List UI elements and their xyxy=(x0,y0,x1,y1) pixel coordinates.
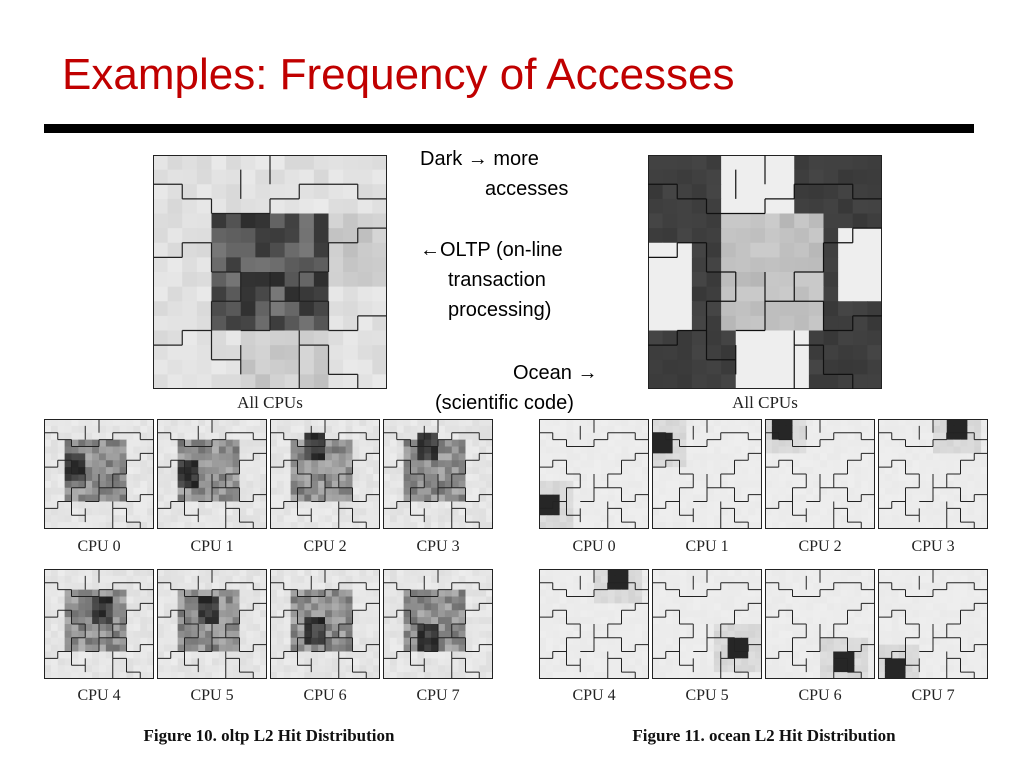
slide-title: Examples: Frequency of Accesses xyxy=(62,50,735,99)
note-ocean-line1: Ocean → xyxy=(513,362,598,384)
oltp-cpu6-heatmap xyxy=(270,569,380,679)
note-ocean-line2: (scientific code) xyxy=(435,392,574,414)
ocean-cpu6-caption: CPU 6 xyxy=(798,687,842,704)
oltp-all-cpus-heatmap xyxy=(153,155,387,389)
ocean-cpu1-caption: CPU 1 xyxy=(685,538,729,555)
ocean-cpu7-caption: CPU 7 xyxy=(911,687,955,704)
note-dark-line2: accesses xyxy=(485,178,569,200)
ocean-cpu6-heatmap xyxy=(765,569,875,679)
oltp-cpu4-heatmap xyxy=(44,569,154,679)
note-oltp-line2: transaction xyxy=(448,269,546,291)
oltp-cpu6-caption: CPU 6 xyxy=(303,687,347,704)
oltp-cpu3-heatmap xyxy=(383,419,493,529)
oltp-cpu3-caption: CPU 3 xyxy=(416,538,460,555)
oltp-cpu5-caption: CPU 5 xyxy=(190,687,234,704)
ocean-cpu5-caption: CPU 5 xyxy=(685,687,729,704)
oltp-cpu7-caption: CPU 7 xyxy=(416,687,460,704)
title-rule xyxy=(44,124,974,133)
note-dark-line1: Dark → more xyxy=(420,148,539,170)
oltp-cpu1-caption: CPU 1 xyxy=(190,538,234,555)
note-oltp-line3: processing) xyxy=(448,299,552,321)
ocean-all-cpus-caption: All CPUs xyxy=(732,393,798,412)
oltp-figure-caption: Figure 10. oltp L2 Hit Distribution xyxy=(143,726,395,745)
ocean-cpu0-caption: CPU 0 xyxy=(572,538,616,555)
oltp-cpu4-caption: CPU 4 xyxy=(77,687,121,704)
oltp-cpu2-caption: CPU 2 xyxy=(303,538,347,555)
ocean-cpu0-heatmap xyxy=(539,419,649,529)
ocean-cpu1-heatmap xyxy=(652,419,762,529)
oltp-cpu5-heatmap xyxy=(157,569,267,679)
ocean-cpu4-heatmap xyxy=(539,569,649,679)
ocean-cpu7-heatmap xyxy=(878,569,988,679)
oltp-cpu7-heatmap xyxy=(383,569,493,679)
oltp-cpu0-heatmap xyxy=(44,419,154,529)
ocean-all-cpus-heatmap xyxy=(648,155,882,389)
ocean-figure-caption: Figure 11. ocean L2 Hit Distribution xyxy=(632,726,896,745)
ocean-cpu3-caption: CPU 3 xyxy=(911,538,955,555)
note-oltp-line1: ←OLTP (on-line xyxy=(420,239,563,261)
ocean-cpu5-heatmap xyxy=(652,569,762,679)
oltp-cpu2-heatmap xyxy=(270,419,380,529)
ocean-cpu2-heatmap xyxy=(765,419,875,529)
oltp-cpu1-heatmap xyxy=(157,419,267,529)
ocean-cpu4-caption: CPU 4 xyxy=(572,687,616,704)
ocean-cpu2-caption: CPU 2 xyxy=(798,538,842,555)
oltp-all-cpus-caption: All CPUs xyxy=(237,393,303,412)
ocean-cpu3-heatmap xyxy=(878,419,988,529)
oltp-cpu0-caption: CPU 0 xyxy=(77,538,121,555)
